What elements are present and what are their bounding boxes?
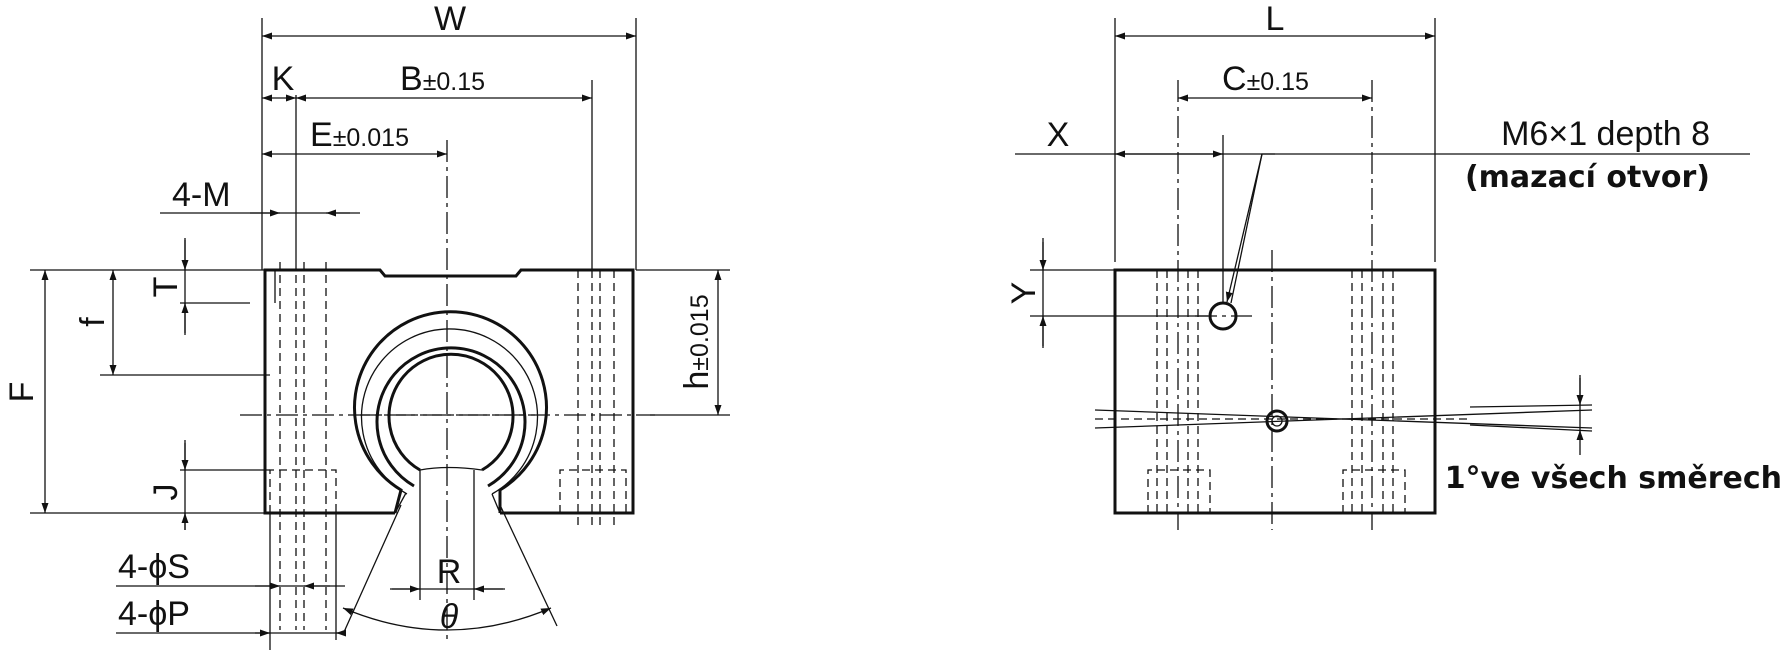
misalign-axis-ref-2: [1469, 424, 1593, 432]
side-housing-outline: [1113, 268, 1437, 515]
dim-E-label: E±0.015: [310, 116, 409, 154]
dim-T-label: T: [147, 277, 185, 298]
left-counterbore: [269, 469, 337, 513]
bearing-sleeve: [375, 346, 527, 488]
dim-4S-label: 4-ϕS: [118, 548, 190, 586]
bearing-gap-edge: [419, 466, 483, 471]
dim-4P-label: 4-ϕP: [118, 595, 190, 633]
side-view: L C±0.15 X Y M6×1 depth 8 (mazací otvor)…: [1005, 0, 1782, 530]
dim-J-label: J: [147, 484, 185, 501]
grease-port-spec: M6×1 depth 8: [1501, 115, 1710, 153]
dim-X-label: X: [1047, 116, 1070, 154]
dim-theta-label: θ: [440, 598, 459, 636]
misalign-axis-ref: [1469, 404, 1593, 408]
slot-edge-right: [491, 493, 501, 514]
bearing-outer-ring: [353, 310, 548, 514]
dim-C-label: C±0.15: [1222, 60, 1309, 98]
dim-4M-label: 4-M: [172, 176, 231, 214]
dim-h-label: h±0.015: [678, 294, 716, 389]
bearing-assembly: [353, 310, 548, 514]
dim-W-label: W: [434, 0, 466, 38]
dim-f-label: f: [74, 317, 112, 327]
right-counterbore: [559, 469, 627, 513]
dim-L-label: L: [1266, 0, 1285, 38]
front-view: W K B±0.15 E±0.015 4-M T f: [3, 0, 730, 650]
bearing-bore: [387, 352, 515, 472]
dim-R-label: R: [437, 553, 462, 591]
front-housing-outline: [263, 268, 635, 515]
dim-K-label: K: [272, 60, 295, 98]
slot-edge-left: [394, 492, 407, 514]
dim-Y-label: Y: [1005, 282, 1043, 305]
misalignment-note: 1°ve všech směrech: [1445, 461, 1782, 496]
grease-port-note: (mazací otvor): [1465, 160, 1710, 195]
bearing-outer-ring-inner: [360, 328, 539, 495]
dim-F-label: F: [3, 382, 41, 403]
dim-B-label: B±0.15: [400, 60, 485, 98]
grease-port-leader: [1230, 153, 1275, 304]
